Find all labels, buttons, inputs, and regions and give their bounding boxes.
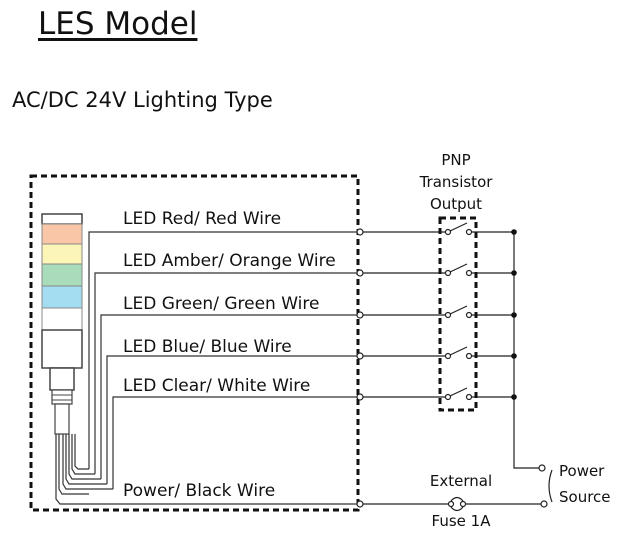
pnp-output-box — [438, 216, 478, 412]
wire-clear — [112, 396, 358, 489]
wire-bundle-1 — [58, 434, 89, 495]
tier-amber — [41, 243, 83, 265]
fuse-symbol — [447, 496, 467, 512]
terminals — [356, 228, 364, 508]
wire-label-power: Power/ Black Wire — [123, 481, 275, 501]
internal-wires — [55, 231, 358, 505]
power-source-label-1: Power — [559, 462, 605, 480]
common-bus — [513, 232, 539, 469]
tower-enclosure — [29, 174, 360, 512]
tower-cap — [41, 213, 83, 225]
pnp-label-2: Transistor — [419, 173, 494, 191]
cable-gland — [51, 389, 73, 405]
wire-label-red: LED Red/ Red Wire — [123, 209, 281, 229]
wire-blue — [106, 355, 358, 484]
wire-label-amber: LED Amber/ Orange Wire — [123, 251, 336, 271]
pnp-label-1: PNP — [441, 151, 470, 169]
fuse-label-1: External — [430, 472, 492, 490]
tier-clear — [41, 307, 83, 331]
switches — [444, 222, 473, 401]
tower-light — [41, 213, 83, 435]
tier-red — [41, 223, 83, 245]
tier-green — [41, 263, 83, 287]
switch-5 — [444, 387, 473, 401]
wire-label-green: LED Green/ Green Wire — [123, 294, 319, 314]
cable-sheath — [54, 403, 70, 435]
wire-label-blue: LED Blue/ Blue Wire — [123, 337, 292, 357]
switch-1 — [444, 222, 473, 236]
tier-blue — [41, 285, 83, 309]
diagram-subtitle: AC/DC 24V Lighting Type — [12, 88, 273, 112]
tower-pole — [49, 367, 75, 391]
tower-base — [41, 329, 83, 369]
power-source-symbol — [538, 464, 553, 508]
diagram-title: LES Model — [38, 6, 198, 42]
wire-label-clear: LED Clear/ White Wire — [123, 376, 310, 396]
wire-red — [88, 231, 358, 469]
power-source-label-2: Source — [559, 488, 611, 506]
switch-4 — [444, 346, 473, 360]
junction-dots — [511, 229, 517, 400]
switch-2 — [444, 263, 473, 277]
wire-power — [55, 434, 358, 505]
fuse-label-2: Fuse 1A — [432, 512, 492, 530]
wire-green — [100, 314, 358, 479]
wire-amber — [94, 272, 358, 474]
pnp-label-3: Output — [430, 195, 482, 213]
switch-3 — [444, 305, 473, 319]
signal-lines — [362, 231, 541, 505]
